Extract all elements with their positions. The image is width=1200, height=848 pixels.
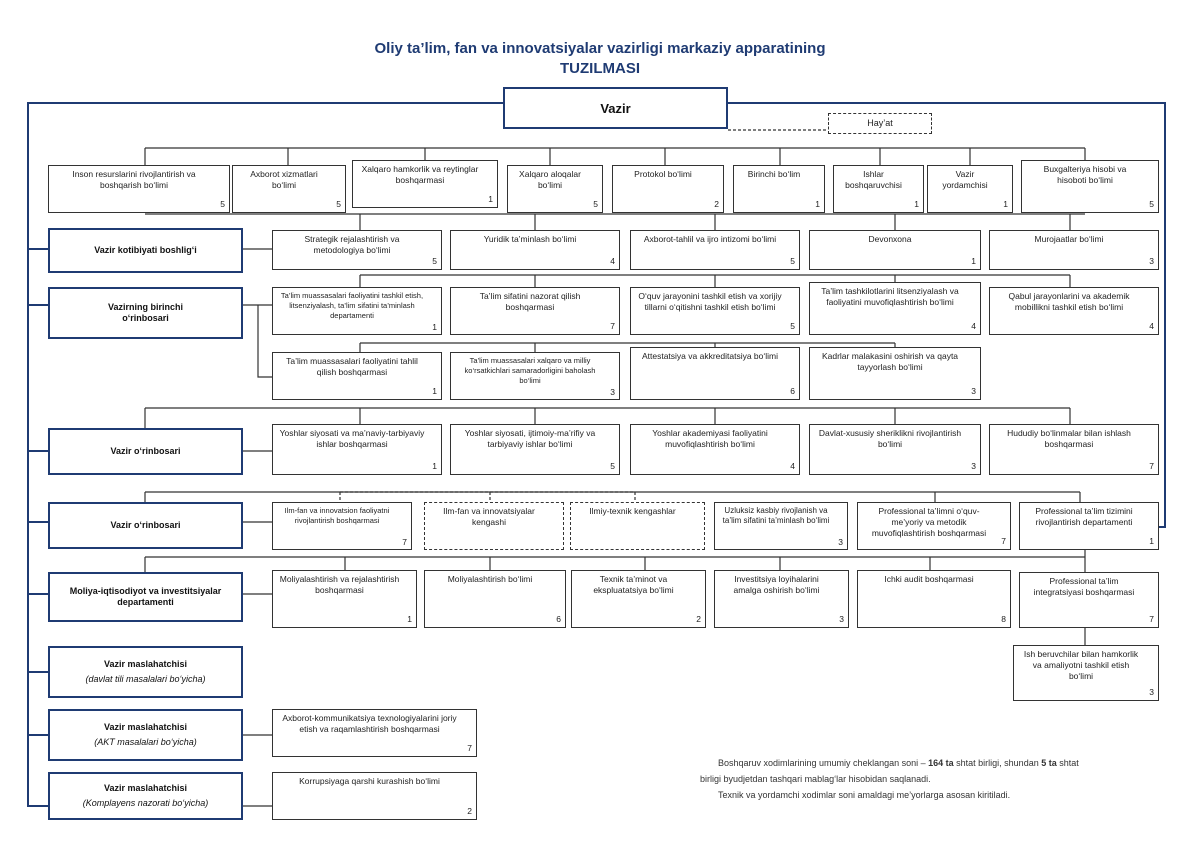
unit-box: Moliyalashtirish va rejalashtirish boshq… bbox=[272, 570, 417, 628]
unit-box: Yoshlar siyosati, ijtimoiy-ma’rifiy va t… bbox=[450, 424, 620, 475]
unit-box: Ish beruvchilar bilan hamkorlik va amali… bbox=[1013, 645, 1159, 701]
unit-box: O‘quv jarayonini tashkil etish va xoriji… bbox=[630, 287, 800, 335]
unit-box: Qabul jarayonlarini va akademik mobillik… bbox=[989, 287, 1159, 335]
leader-box: Vazir maslahatchisi(AKT masalalari bo‘yi… bbox=[48, 709, 243, 761]
hayat-box: Hay’at bbox=[828, 113, 932, 134]
leader-box: Vazir maslahatchisi(davlat tili masalala… bbox=[48, 646, 243, 698]
page-subtitle: TUZILMASI bbox=[560, 60, 640, 77]
unit-box: Davlat-xususiy sheriklikni rivojlantiris… bbox=[809, 424, 981, 475]
unit-box: Ta’lim muassasalari faoliyatini tahlil q… bbox=[272, 352, 442, 400]
unit-box: Yoshlar siyosati va ma’naviy-tarbiyaviy … bbox=[272, 424, 442, 475]
staff-note: Boshqaruv xodimlarining umumiy cheklanga… bbox=[718, 758, 1079, 768]
leader-box: Moliya-iqtisodiyot va investitsiyalar de… bbox=[48, 572, 243, 622]
leader-box: Vazir kotibiyati boshlig‘i bbox=[48, 228, 243, 273]
unit-box: Strategik rejalashtirish va metodologiya… bbox=[272, 230, 442, 270]
leader-box: Vazir o‘rinbosari bbox=[48, 428, 243, 475]
staff-note-3: Texnik va yordamchi xodimlar soni amalda… bbox=[718, 790, 1011, 800]
unit-box: Professional ta’lim integratsiyasi boshq… bbox=[1019, 572, 1159, 628]
unit-box: Inson resurslarini rivojlantirish va bos… bbox=[48, 165, 230, 213]
unit-box: Axborot-kommunikatsiya texnologiyalarini… bbox=[272, 709, 477, 757]
page-title: Oliy ta’lim, fan va innovatsiyalar vazir… bbox=[374, 40, 826, 57]
unit-box: Texnik ta’minot va ekspluatatsiya bo‘lim… bbox=[571, 570, 706, 628]
leader-box: Vazir o‘rinbosari bbox=[48, 502, 243, 549]
unit-box: Ilmiy-texnik kengashlar bbox=[570, 502, 705, 550]
unit-box: Hududiy bo‘linmalar bilan ishlash boshqa… bbox=[989, 424, 1159, 475]
unit-box: Uzluksiz kasbiy rivojlanish va ta’lim si… bbox=[714, 502, 848, 550]
staff-note-2: birligi byudjetdan tashqari mablag‘lar h… bbox=[700, 774, 931, 784]
unit-box: Professional ta’lim tizimini rivojlantir… bbox=[1019, 502, 1159, 550]
unit-box: Xalqaro hamkorlik va reytinglar boshqarm… bbox=[352, 160, 498, 208]
unit-box: Ta’lim sifatini nazorat qilish boshqarma… bbox=[450, 287, 620, 335]
unit-box: Ilm-fan va innovatsiyalar kengashi bbox=[424, 502, 564, 550]
unit-box: Investitsiya loyihalarini amalga oshiris… bbox=[714, 570, 849, 628]
leader-box: Vazirning birinchi o‘rinbosari bbox=[48, 287, 243, 339]
unit-box: Professional ta’limni o‘quv-me’yoriy va … bbox=[857, 502, 1011, 550]
unit-box: Kadrlar malakasini oshirish va qayta tay… bbox=[809, 347, 981, 400]
unit-box: Ta’lim muassasalari faoliyatini tashkil … bbox=[272, 287, 442, 335]
unit-box: Ilm-fan va innovatsion faoliyatni rivojl… bbox=[272, 502, 412, 550]
unit-box: Ta’lim tashkilotlarini litsenziyalash va… bbox=[809, 282, 981, 335]
unit-box: Yoshlar akademiyasi faoliyatini muvofiql… bbox=[630, 424, 800, 475]
leader-box: Vazir maslahatchisi(Komplayens nazorati … bbox=[48, 772, 243, 820]
unit-box: Ta’lim muassasalari xalqaro va milliy ko… bbox=[450, 352, 620, 400]
vazir-box: Vazir bbox=[503, 87, 728, 129]
